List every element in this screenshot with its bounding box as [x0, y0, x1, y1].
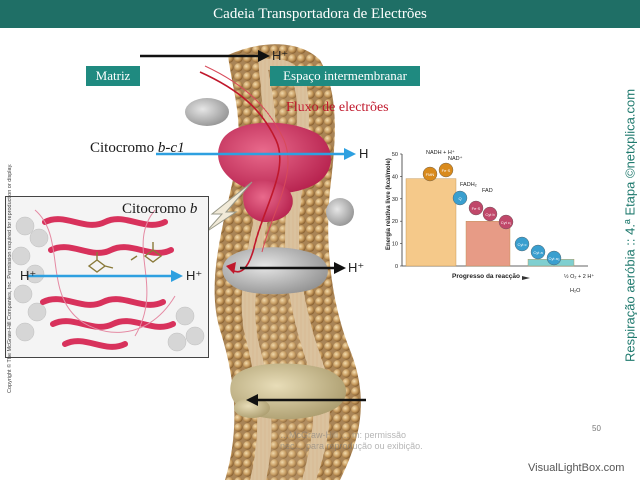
watermark-line-1: …McGraw-Hill … m: permissão [280, 430, 407, 440]
chart-bar-1 [465, 220, 511, 267]
cytochrome-bc1-complex [218, 122, 331, 194]
site-credit: VisualLightBox.com [528, 462, 625, 474]
page-number: 50 [592, 424, 601, 433]
carrier-6 [514, 236, 530, 252]
cytochrome-b-inset [5, 196, 209, 358]
cytochrome-b-label-prefix: Citocromo [122, 201, 190, 217]
carrier-7 [530, 244, 546, 260]
heme-group-2 [130, 242, 163, 263]
cytochrome-b-label: Citocromo b [122, 201, 197, 218]
carrier-0 [422, 166, 438, 182]
cytochrome-b-label-italic: b [189, 201, 198, 217]
annotation-oxygen: ½ O₂ + 2 H⁺ [564, 273, 594, 280]
atp-synthase-head [234, 398, 270, 418]
chart-tick-label-40: 40 [392, 174, 398, 180]
electron-flow-label: Fluxo de electrões [286, 100, 389, 115]
helix-1 [42, 216, 168, 228]
carrier-label-1: Fe·S [442, 168, 451, 173]
chart-ticks: 0 10 20 30 40 50 [392, 152, 402, 270]
chart-tick-label-30: 30 [392, 197, 398, 203]
chart-tick-label-50: 50 [392, 152, 398, 158]
carrier-label-3: Fe·S [472, 206, 481, 211]
electron-flow-path-2 [204, 65, 289, 253]
carrier-label-7: Cyt a [533, 250, 543, 255]
carrier-label-4: Cyt b [485, 212, 495, 217]
chart-xlabel: Progresso da reacção [452, 273, 520, 280]
annotation-fadh2: FADH₂ [460, 182, 477, 188]
electron-flow-arrowhead [226, 262, 236, 274]
hplus-label-inset-right: H⁺ [186, 268, 203, 283]
annotation-nad: NAD⁺ [448, 155, 463, 162]
carrier-2 [452, 190, 468, 206]
hplus-label-top: H⁺ [272, 48, 289, 63]
carrier-8 [546, 250, 562, 266]
chart-bar-0 [405, 178, 457, 267]
carrier-5 [498, 214, 514, 230]
carrier-label-2: Q [458, 196, 461, 201]
page-title: Cadeia Transportadora de Electrões [0, 0, 640, 28]
protein-complex-i [185, 98, 229, 126]
helix-4 [50, 318, 176, 330]
chart-tick-label-20: 20 [392, 219, 398, 225]
matrix-label: Matriz [86, 66, 140, 86]
copyright-notice: Copyright © The McGraw-Hill Companies, I… [7, 163, 13, 393]
helix-5 [62, 338, 128, 350]
intermembrane-space-label: Espaço intermembranar [270, 66, 420, 86]
heme-group-1 [87, 252, 114, 273]
hplus-label-complex-iv: H⁺ [348, 260, 365, 275]
cytochrome-bc1-lower [243, 180, 293, 222]
carrier-1 [438, 162, 454, 178]
carrier-3 [468, 200, 484, 216]
chart-carriers: FMN Fe·S Q Fe·S Cyt b Cyt c₁ Cyt c Cyt a Cyt a₃ [422, 162, 562, 266]
cytochrome-bc1-label: Citocromo b-c1 [90, 140, 185, 157]
helix-3 [40, 296, 166, 308]
carrier-label-0: FMN [426, 172, 435, 177]
cytochrome-bc1-label-prefix: Citocromo [90, 140, 158, 156]
carrier-label-5: Cyt c₁ [501, 220, 512, 225]
electron-flow-path [199, 71, 281, 273]
chart-tick-label-0: 0 [395, 264, 398, 270]
chart-x-arrow [522, 276, 530, 280]
chart-ylabel: Energia relativa livre (kcal/mole) [386, 158, 392, 250]
side-credit: Respiração aeróbia :: 4.ª Etapa ©netxpli… [622, 88, 638, 363]
carrier-4 [482, 206, 498, 222]
watermark-line-2: nec… para reprodução ou exibição. [280, 441, 423, 451]
annotation-fad: FAD [482, 188, 493, 194]
cytochrome-bc1-label-italic: b-c1 [157, 140, 185, 156]
protein-complex-side [326, 198, 354, 226]
annotation-nadh: NADH + H⁺ [426, 149, 455, 156]
helix-2 [48, 244, 174, 256]
protein-complex-iv [222, 247, 328, 295]
watermark: …McGraw-Hill … m: permissão nec… para re… [280, 430, 450, 452]
chart-tick-label-10: 10 [392, 242, 398, 248]
annotation-water: H₂O [570, 288, 581, 294]
hplus-label-inset-left: H⁺ [20, 268, 37, 283]
chart-bars [405, 178, 575, 267]
carrier-label-6: Cyt c [517, 242, 526, 247]
carrier-label-8: Cyt a₃ [549, 256, 560, 261]
